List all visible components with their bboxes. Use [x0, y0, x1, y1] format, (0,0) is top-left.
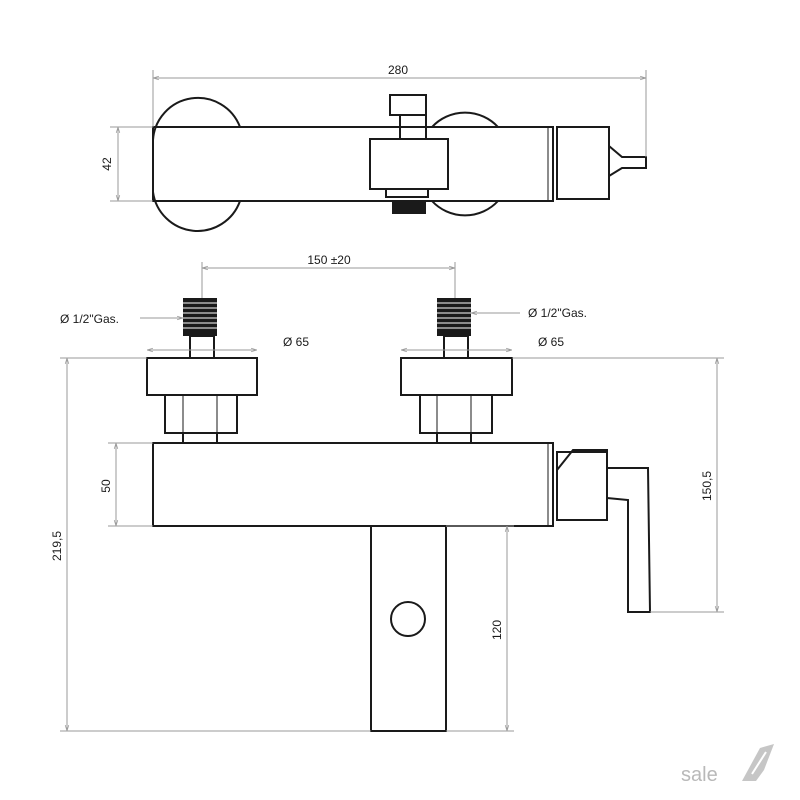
dim-inlet-spacing: 150 ±20: [307, 253, 351, 267]
top-handle-lever: [608, 145, 647, 177]
front-spout: [370, 525, 447, 732]
front-diverter-knob: [390, 601, 426, 637]
top-dimensions: 280 42: [100, 63, 647, 202]
dim-body-height: 50: [99, 479, 113, 493]
right-connector-base: [436, 432, 472, 444]
dim-handle-height: 150,5: [700, 471, 714, 501]
top-handle-body: [556, 126, 610, 200]
dim-inlet-thread-right: Ø 1/2"Gas.: [528, 306, 587, 320]
top-diverter-block: [369, 138, 449, 190]
top-right-wall-disc: [431, 111, 499, 128]
left-connector-base: [182, 432, 218, 444]
left-inlet-thread: [183, 298, 217, 336]
right-inlet-stem: [443, 335, 469, 359]
top-spout-thread-fill: [392, 200, 426, 214]
front-handle-cartridge: [556, 451, 608, 521]
brand-logo: sale: [681, 744, 774, 786]
front-handle-cap: [556, 449, 608, 471]
left-inlet-stem: [189, 335, 215, 359]
top-diverter-stem: [389, 94, 427, 116]
front-view: [146, 298, 652, 732]
dim-body-depth: 42: [100, 157, 114, 171]
front-body: [152, 442, 554, 527]
right-inlet-thread: [437, 298, 471, 336]
dim-overall-height: 219,5: [50, 531, 64, 561]
front-handle-lever: [606, 467, 652, 613]
top-left-wall-disc: [152, 96, 241, 141]
right-escutcheon: [400, 357, 513, 396]
left-connector-nut: [164, 394, 238, 434]
brand-logo-text: sale: [681, 764, 718, 786]
top-left-wall-disc-lower: [152, 191, 241, 232]
top-body: [152, 126, 554, 202]
front-dimensions: 150 ±20 Ø 1/2"Gas. Ø 1/2"Gas. Ø 65 Ø 65 …: [50, 253, 724, 732]
brand-logo-mark: [742, 744, 774, 781]
top-spout-thread: [385, 188, 429, 198]
top-right-wall-disc-lower: [431, 200, 499, 217]
dim-overall-width: 280: [388, 63, 408, 77]
dim-escutcheon-left: Ø 65: [283, 335, 309, 349]
dim-escutcheon-right: Ø 65: [538, 335, 564, 349]
dim-spout-length: 120: [490, 620, 504, 640]
right-connector-nut: [419, 394, 493, 434]
dim-inlet-thread-left: Ø 1/2"Gas.: [60, 312, 119, 326]
left-escutcheon: [146, 357, 258, 396]
top-view: [152, 94, 647, 232]
